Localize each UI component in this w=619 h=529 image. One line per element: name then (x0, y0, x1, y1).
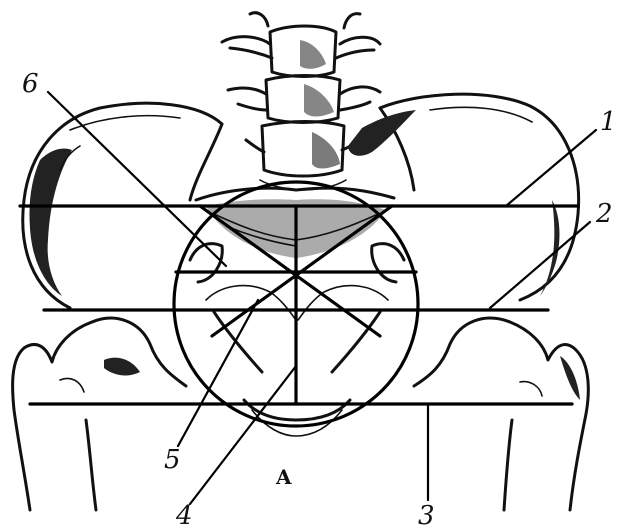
lumbar-spine (222, 13, 380, 190)
label-4: 4 (175, 501, 193, 529)
leader-5 (178, 300, 258, 446)
label-6: 6 (22, 69, 39, 99)
leader-1 (506, 130, 596, 206)
figure-caption: A (275, 465, 292, 489)
label-5: 5 (164, 445, 181, 475)
label-1: 1 (600, 107, 617, 137)
left-femur (13, 318, 186, 510)
leader-2 (490, 222, 590, 308)
label-2: 2 (595, 199, 613, 229)
right-iliac-wing (348, 94, 579, 300)
right-femur (414, 318, 588, 510)
label-3: 3 (418, 501, 435, 529)
leader-6 (48, 92, 226, 266)
